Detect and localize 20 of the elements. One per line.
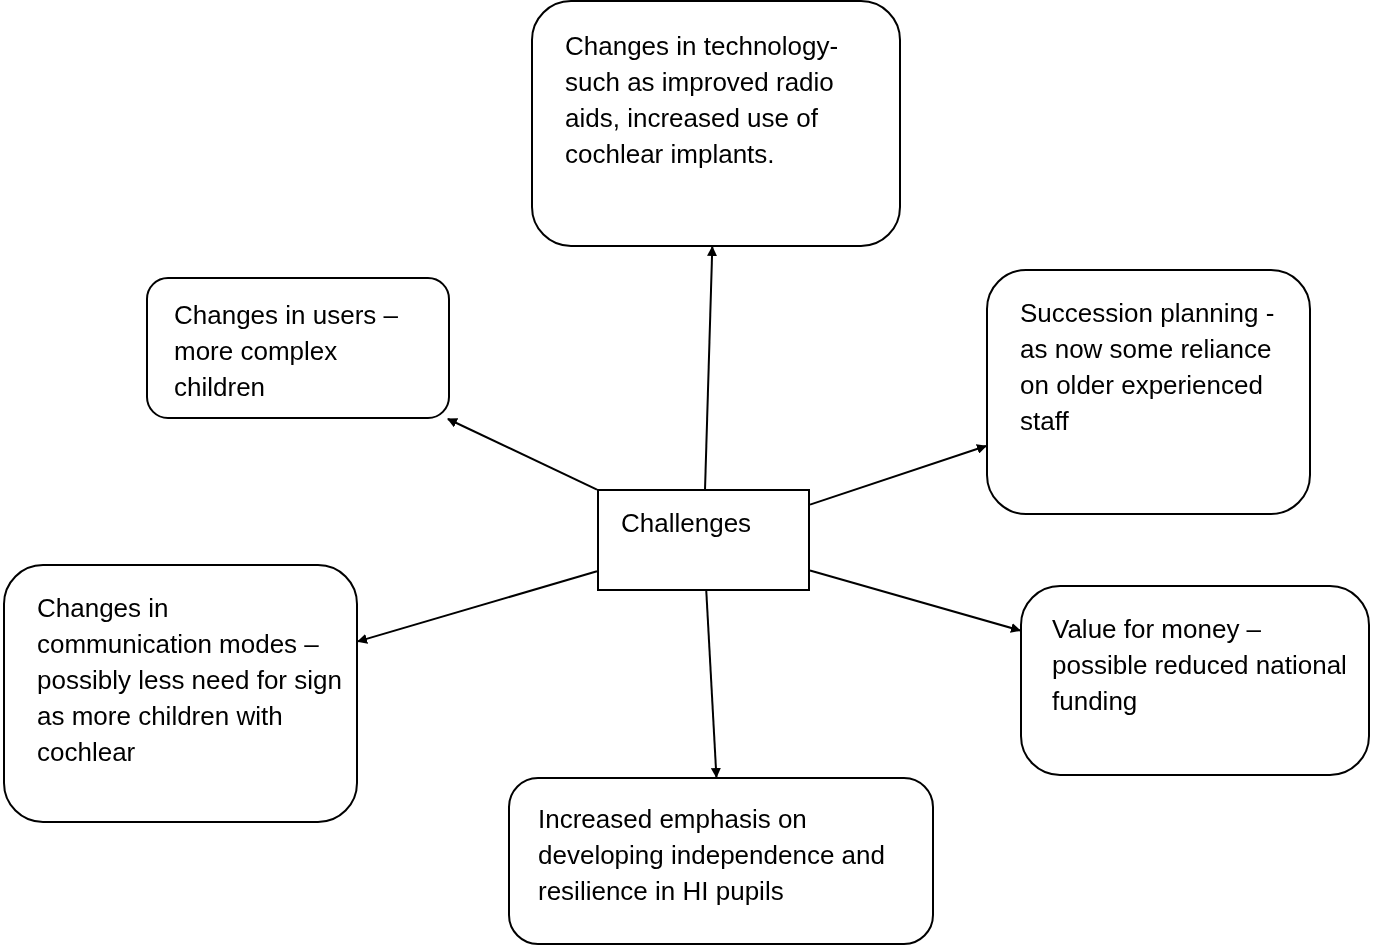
box-text: Challenges [621,507,753,540]
arrow [809,569,1021,633]
topic-box [597,489,810,591]
box-text: Succession planning - as now some reliance on older experienced staff [1020,297,1276,438]
arrow [705,590,721,778]
rounded-box [146,277,450,419]
rounded-box [986,269,1311,515]
arrow [357,570,598,644]
rounded-box [508,777,934,945]
arrow [446,418,598,491]
box-text: Changes in technology- such as improved radio aids, increased use of cochlear implants. [565,30,840,171]
box-text: Increased emphasis on developing independence and resilience in HI pupils [538,803,886,908]
box-text: Changes in users – more complex children [174,299,400,404]
box-text: Value for money – possible reduced national funding [1052,613,1348,718]
arrow [809,444,987,506]
box-text: Changes in communication modes – possibly less need for sign as more children with cochlear [37,592,342,769]
rounded-box [1020,585,1370,776]
rounded-box [531,0,901,247]
rounded-box [3,564,358,823]
arrow [704,246,717,490]
